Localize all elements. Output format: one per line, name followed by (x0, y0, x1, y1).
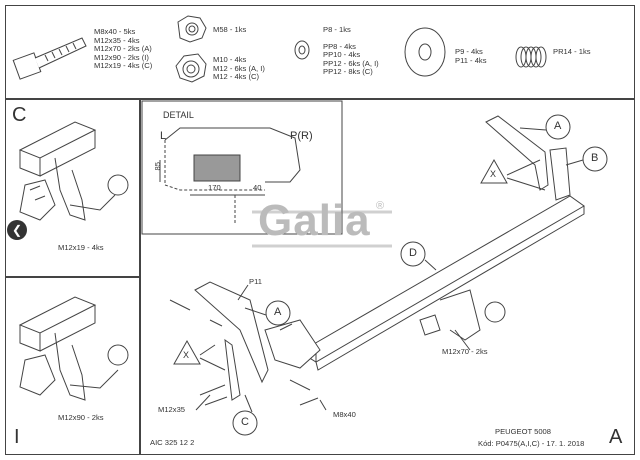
drawing-code: AIC 325 12 2 (150, 438, 195, 447)
vehicle-model: PEUGEOT 5008 (495, 427, 551, 436)
washer-icon (294, 40, 310, 60)
m12x70-label: M12x70 - 2ks (442, 347, 488, 356)
callout-b: B (591, 152, 599, 164)
washer-spec: PP12 - 6ks (A, I) (323, 58, 379, 68)
detail-dim-vertical: 85 (152, 162, 162, 171)
detail-dim-170: 170 (208, 183, 221, 192)
bolt-spec: M12x19 - 4ks (C) (94, 61, 153, 71)
galia-logo (252, 210, 392, 248)
callout-a-top: A (554, 120, 562, 132)
washer-spec: PP8 - 4ks (323, 41, 356, 51)
nut-m58-icon (177, 15, 207, 43)
left-bracket (194, 281, 321, 401)
panel-c-drawing (18, 121, 129, 221)
callout-x-left: X (183, 350, 190, 360)
callout-c-circle (232, 410, 258, 436)
main-panel (140, 99, 635, 455)
product-code: Kód: P0475(A,I,C) - 17. 1. 2018 (478, 439, 585, 448)
callout-a-mid-circle (265, 300, 291, 326)
right-bracket (485, 115, 571, 201)
nut-spec: M12 - 4ks (C) (213, 72, 259, 82)
callout-a-top-circle (545, 114, 571, 140)
logo-mark: ® (376, 200, 385, 212)
callout-c: C (241, 416, 249, 428)
nut-m10-icon (175, 53, 207, 83)
bolt-spec: M12x35 - 4ks (94, 35, 140, 45)
large-washer-spec: P9 - 4ks (455, 47, 483, 56)
nut-m58-label: M58 - 1ks (213, 25, 247, 34)
callout-x-left-triangle (173, 339, 201, 365)
bolt-spec: M12x70 - 2ks (A) (94, 44, 152, 54)
large-washers-list: P9 - 4ks P11 - 4ks (455, 47, 487, 65)
large-washer-spec: P11 - 4ks (455, 55, 487, 65)
panel-c-letter: C (12, 104, 27, 126)
parts-frame (5, 5, 635, 99)
detail-dim-40: 40 (253, 183, 262, 192)
detail-left-label: L (160, 130, 167, 142)
bolts-main (169, 299, 327, 411)
logo-text: Galia (258, 196, 371, 245)
p11-label: P11 (249, 277, 262, 286)
nut-spec: M12 - 6ks (A, I) (213, 63, 265, 73)
callout-a-mid: A (274, 306, 282, 318)
chevron-left-icon: ❮ (11, 223, 23, 237)
washers-list: P8 - 1ks PP8 - 4ks PP10 - 4ks PP12 - 6ks… (323, 25, 379, 77)
m8x40-label: M8x40 (333, 410, 356, 419)
detail-drawing (159, 127, 301, 225)
nut-spec: M10 - 4ks (213, 55, 247, 64)
panel-c-bolt-label: M12x19 - 4ks (58, 243, 104, 252)
bolt-spec: M8x40 - 5ks (94, 27, 136, 36)
panel-c (5, 99, 140, 277)
tow-ball (419, 289, 506, 341)
bolts-list: M8x40 - 5ks M12x35 - 4ks M12x70 - 2ks (A… (94, 27, 153, 71)
callout-x-top: X (490, 169, 497, 179)
large-washer-icon (404, 27, 446, 77)
nuts-list: M10 - 4ks M12 - 6ks (A, I) M12 - 4ks (C) (213, 55, 265, 82)
washer-spec: PP10 - 4ks (323, 50, 361, 60)
callout-d: D (409, 247, 417, 259)
panel-i-bolt-label: M12x90 - 2ks (58, 413, 104, 422)
washer-spec: P8 - 1ks (323, 25, 351, 34)
spring-washer-icon (515, 46, 547, 68)
washer-spec: PP12 - 8ks (C) (323, 67, 373, 77)
detail-box (141, 100, 343, 235)
prev-button[interactable]: ❮ (7, 220, 27, 240)
spring-washer-label: PR14 - 1ks (553, 47, 591, 56)
callout-b-circle (582, 146, 608, 172)
detail-title: DETAIL (163, 110, 194, 120)
bolt-icon (12, 37, 87, 80)
panel-i-drawing (18, 296, 129, 401)
detail-right-label: P(R) (290, 130, 313, 142)
corner-letter: A (609, 426, 623, 448)
callout-d-circle (400, 241, 426, 267)
panel-i-letter: I (14, 426, 20, 448)
callout-x-top-triangle (480, 158, 508, 184)
bolt-spec: M12x90 - 2ks (I) (94, 52, 149, 62)
m12x35-label: M12x35 (158, 405, 186, 414)
panel-i (5, 277, 140, 455)
